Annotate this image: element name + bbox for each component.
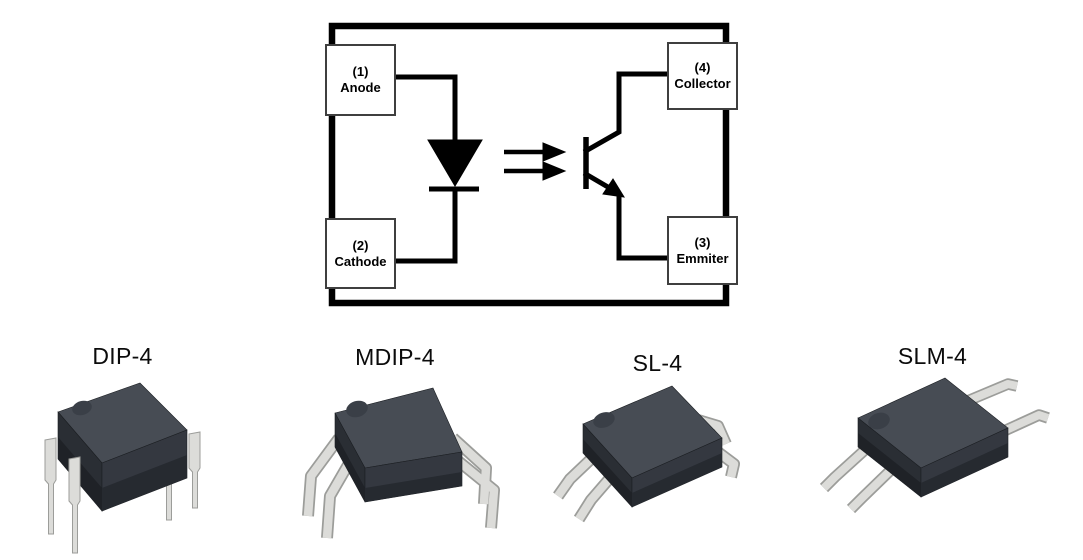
- pin-number: (2): [352, 237, 369, 253]
- mdip4-legs: [302, 433, 500, 539]
- slm4-package-image: [819, 377, 1050, 514]
- package-leg: [821, 445, 870, 491]
- package-label-slm4: SLM-4: [897, 343, 968, 369]
- package-leg: [848, 463, 898, 512]
- package-leg: [963, 380, 1018, 406]
- diode-triangle: [427, 139, 483, 187]
- pin-label: Anode: [340, 80, 381, 95]
- package-label-mdip4: MDIP-4: [355, 344, 435, 370]
- package-leg: [575, 475, 614, 522]
- slm4-body: [857, 377, 1009, 498]
- package-leg: [188, 431, 201, 509]
- pin1-dimple: [593, 412, 615, 428]
- body-lower-left: [858, 433, 921, 497]
- pin1-dimple: [868, 412, 890, 430]
- body-lower-right: [365, 472, 462, 502]
- sl4-package-image: [553, 385, 740, 523]
- package-leg: [715, 448, 739, 478]
- cathode-wire: [396, 187, 458, 264]
- collector-lead: [582, 71, 667, 155]
- package-label-sl4: SL-4: [632, 350, 683, 376]
- pin-number: (3): [694, 234, 711, 250]
- pin-box-anode: (1) Anode: [325, 44, 396, 116]
- pin-number: (4): [694, 60, 711, 75]
- mdip4-body: [334, 387, 463, 503]
- legs-fill: [303, 434, 499, 539]
- emitter-wire: [616, 192, 667, 261]
- arrow-head-top: [542, 142, 567, 162]
- body-lower-left: [583, 439, 632, 507]
- mdip4-package-image: [302, 387, 500, 539]
- phototransistor-icon: [582, 71, 667, 261]
- pin1-dimple: [346, 400, 368, 418]
- slm4-legs: [819, 378, 1050, 514]
- package-label-dip4: DIP-4: [92, 343, 153, 369]
- body-lower-right: [632, 453, 722, 507]
- package-leg: [303, 435, 343, 517]
- schematic-symbols: [328, 22, 730, 307]
- package-leg: [454, 456, 499, 529]
- package-leg: [44, 437, 57, 535]
- package-leg: [554, 456, 593, 499]
- package-leg: [68, 456, 81, 554]
- package-leg: [991, 411, 1050, 440]
- arrow-head-bottom: [542, 161, 567, 181]
- pin-box-cathode: (2) Cathode: [325, 218, 396, 289]
- pin-label: Emmiter: [676, 250, 729, 266]
- pin-box-collector: (4) Collector: [667, 42, 738, 110]
- optocoupler-schematic: [328, 22, 730, 307]
- body-lower-right: [102, 455, 187, 511]
- pin-label: Collector: [674, 76, 731, 91]
- sl4-body: [582, 385, 723, 508]
- pin-box-emitter: (3) Emmiter: [667, 216, 738, 285]
- package-leg: [322, 455, 356, 539]
- light-emission-arrows-icon: [504, 142, 567, 181]
- dip4-package-image: [44, 382, 201, 554]
- package-outline-box: [328, 22, 730, 307]
- dip4-left-legs: [44, 437, 81, 554]
- pin-number: (1): [352, 64, 369, 79]
- legs-fill: [554, 415, 739, 522]
- package-leg: [450, 434, 491, 505]
- pin-label: Cathode: [334, 253, 387, 269]
- legs-fill: [821, 380, 1050, 512]
- led-diode-icon: [427, 139, 483, 192]
- anode-wire: [396, 74, 458, 142]
- body-lower-right: [921, 443, 1008, 497]
- pin1-dimple: [72, 400, 92, 416]
- body-lower-left: [335, 433, 365, 502]
